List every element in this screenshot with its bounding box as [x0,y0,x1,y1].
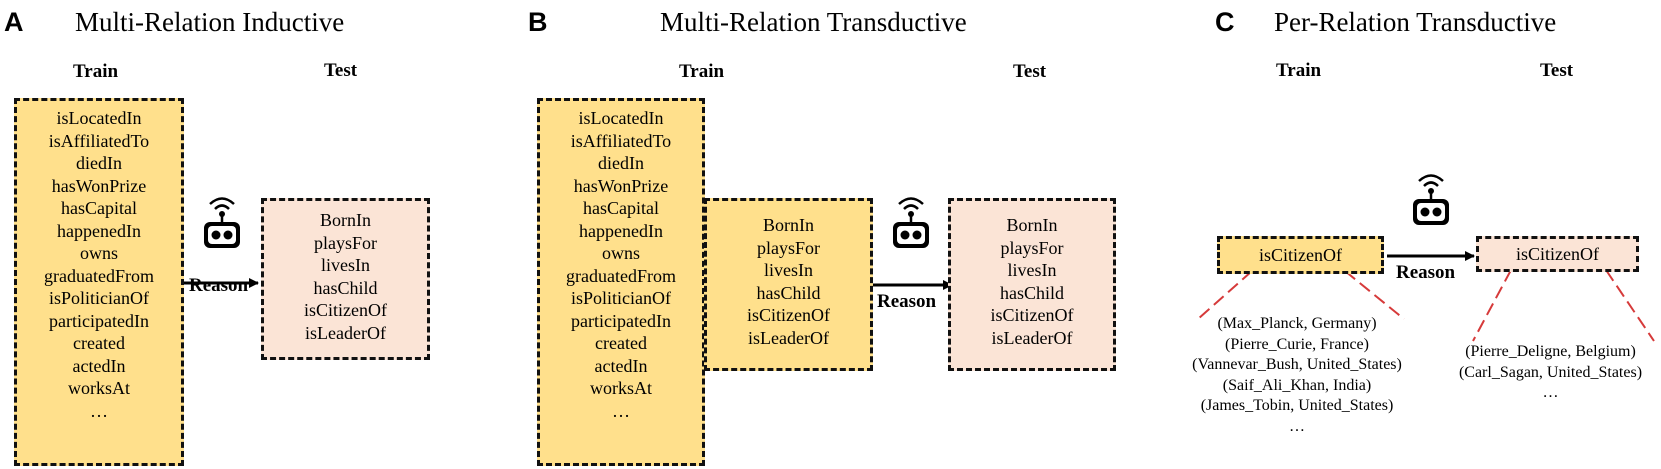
test-relation-item: playsFor [1000,237,1064,258]
train-heading-a: Train [73,61,119,82]
test-box-c: isCitizenOf [1476,236,1639,272]
train-relation-item: … [90,400,108,421]
train-relation-item: happenedIn [57,220,141,241]
train-relation-item: worksAt [68,378,130,398]
train-pairs-connector-right [1344,270,1405,320]
train-relation-item: isCitizenOf [747,305,830,325]
train-triple-item: … [1289,417,1305,435]
test-heading-c: Test [1540,60,1574,81]
test-relation-item: isLeaderOf [991,327,1073,348]
reason-label-a: Reason [189,275,249,296]
test-pairs-connector-right [1605,269,1655,342]
train-relation-item: actedIn [72,355,126,376]
test-heading-a: Test [324,60,358,81]
test-relation-c: isCitizenOf [1516,244,1599,264]
train-relation-item: isLocatedIn [56,108,142,128]
train-relation-item: actedIn [594,355,648,376]
train-triple-item: (Saif_Ali_Khan, India) [1222,376,1372,394]
test-triples-list-c: (Pierre_Deligne, Belgium) (Carl_Sagan, Un… [1443,342,1658,404]
robot-icon [893,197,929,248]
robot-icon [204,197,240,248]
train-relation-item: created [595,333,647,353]
train-relation-item: BornIn [763,215,814,235]
train-relation-item: hasWonPrize [573,175,669,196]
train-relation-item: owns [79,243,118,263]
train-relation-item: isLeaderOf [748,327,829,348]
train-relation-item: isLocatedIn [578,108,664,128]
robot-icon [1413,174,1449,225]
test-relation-item: hasChild [313,277,378,298]
test-relation-item: playsFor [314,232,377,253]
train-relation-item: isAffiliatedTo [570,130,672,151]
train-triple-item: (Vannevar_Bush, United_States) [1192,356,1402,373]
train-relation-item: created [73,333,125,353]
train-relation-item: owns [601,243,640,263]
panel-letter-a: A [4,7,24,37]
train-heading-b: Train [679,61,725,82]
train-relation-item: hasCapital [61,198,137,218]
train-relation-item: playsFor [757,237,820,258]
train-relation-item: happenedIn [579,220,663,241]
train-relation-item: hasChild [756,282,821,303]
train-relation-item: worksAt [590,378,652,398]
train-heading-c: Train [1276,60,1322,81]
train-relation-item: participatedIn [49,310,149,331]
test-relation-item: livesIn [1007,260,1057,280]
test-relation-item: BornIn [1006,215,1058,235]
train-relation-item: graduatedFrom [566,265,676,286]
train-triple-item: (James_Tobin, United_States) [1200,397,1394,414]
test-pairs-connector-left [1472,269,1512,342]
panel-letter-b: B [528,7,548,37]
train-pairs-connector-left [1197,270,1253,320]
test-relation-item: isCitizenOf [304,300,387,320]
test-relation-item: isLeaderOf [305,322,386,343]
train-relation-item: diedIn [598,153,644,173]
train-relation-item: isAffiliatedTo [48,130,150,151]
train-triple-item: (Pierre_Curie, France) [1225,335,1369,353]
train-relation-item: diedIn [76,153,122,173]
test-relation-item: hasChild [999,282,1064,303]
train-relation-item: hasCapital [583,198,659,218]
test-triple-item: (Pierre_Deligne, Belgium) [1465,343,1636,360]
test-heading-b: Test [1013,61,1047,82]
test-relation-item: BornIn [320,210,371,230]
panel-title-c: Per-Relation Transductive [1274,7,1557,37]
train-relation-c: isCitizenOf [1259,245,1342,265]
panel-title-b: Multi-Relation Transductive [660,7,967,37]
panel-letter-c: C [1215,7,1235,37]
train-relation-item: livesIn [764,260,813,280]
train-relation-item: isPoliticianOf [49,288,149,308]
train-relation-item: … [612,400,630,421]
train-relation-item: isPoliticianOf [571,288,671,308]
panel-title-a: Multi-Relation Inductive [75,7,345,37]
train-triples-list-c: (Max_Planck, Germany) (Pierre_Curie, Fran… [1162,314,1432,437]
test-triple-item: (Carl_Sagan, United_States) [1458,363,1643,381]
test-triple-item: … [1542,384,1559,401]
test-relation-item: livesIn [321,255,370,275]
train-box-c: isCitizenOf [1217,236,1384,274]
train-relation-item: graduatedFrom [44,265,154,286]
train-triple-item: (Max_Planck, Germany) [1217,315,1377,332]
reason-label-c: Reason [1396,262,1456,283]
train-relation-item: participatedIn [571,310,671,331]
train-relation-item: hasWonPrize [51,175,147,196]
test-relation-item: isCitizenOf [990,305,1074,325]
reason-label-b: Reason [877,291,937,312]
